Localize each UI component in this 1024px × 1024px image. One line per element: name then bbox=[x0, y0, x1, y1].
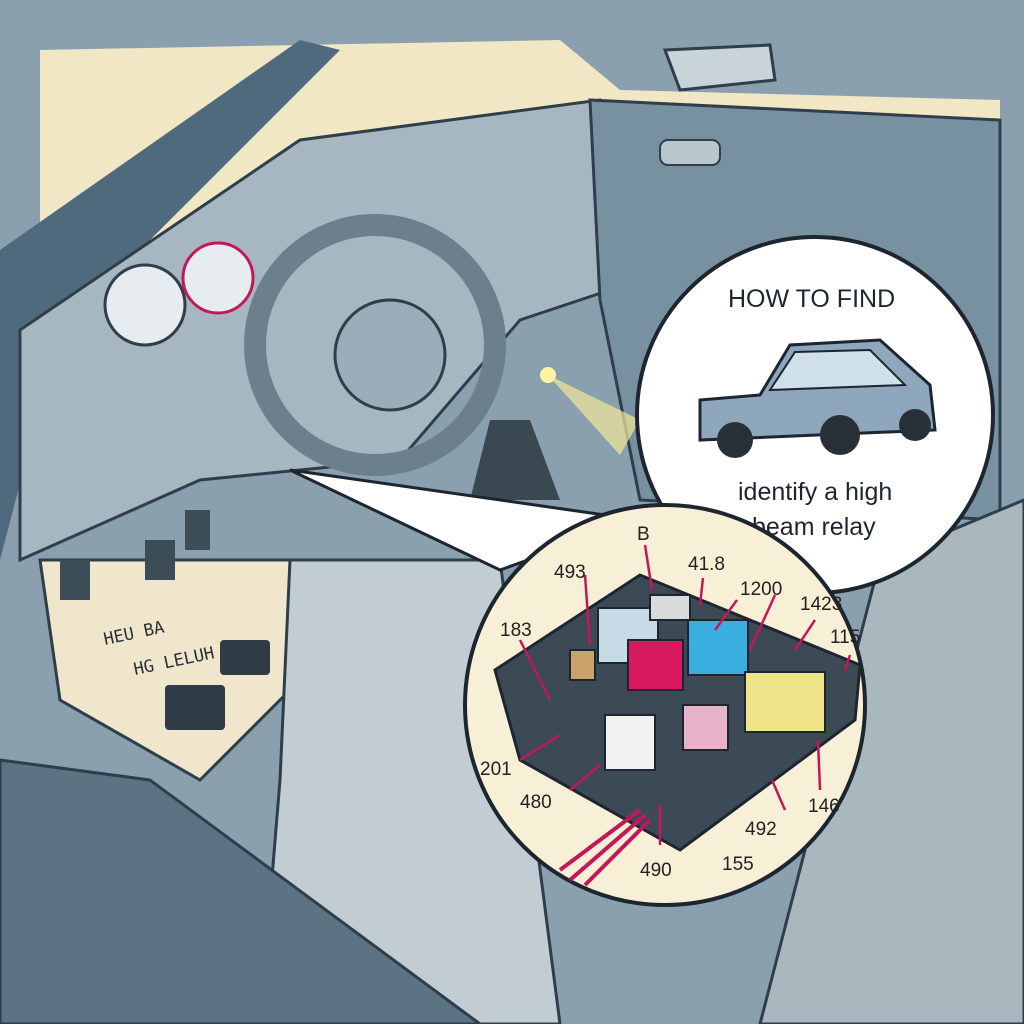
connector-plug bbox=[220, 640, 270, 675]
relay-yellow bbox=[744, 671, 826, 733]
fuse-label: 1423 bbox=[800, 594, 842, 615]
door-handle bbox=[659, 139, 721, 166]
fuse-label: 155 bbox=[722, 854, 754, 875]
relay-cyan bbox=[687, 619, 749, 676]
fuse-box-labels: B 41.8 493 1200 1423 183 115 201 480 146… bbox=[480, 524, 860, 881]
pedal bbox=[145, 540, 175, 580]
relay-grey bbox=[649, 594, 691, 621]
dashboard bbox=[18, 98, 642, 563]
right-seat bbox=[758, 498, 1024, 1024]
light-beam bbox=[548, 375, 640, 455]
callout-heading-line2: identify a high bbox=[738, 478, 892, 506]
fuse-label: 115 bbox=[830, 627, 860, 648]
fuse-label: B bbox=[637, 524, 650, 545]
gear-shifter bbox=[470, 420, 560, 500]
fuse-label: 490 bbox=[640, 860, 672, 881]
callout-heading-line1: HOW TO FIND bbox=[728, 285, 895, 313]
fuse-label: 41.8 bbox=[688, 554, 725, 575]
speedometer bbox=[103, 263, 187, 347]
floor-mat bbox=[38, 558, 362, 782]
fuse-label: 492 bbox=[745, 819, 777, 840]
pedal bbox=[60, 560, 90, 600]
fuse-label: 480 bbox=[520, 792, 552, 813]
connector-plug bbox=[165, 685, 225, 730]
steering-hub bbox=[333, 298, 447, 412]
steering-wheel bbox=[244, 214, 506, 476]
sedan-car-icon bbox=[698, 338, 937, 458]
fuse-label: 183 bbox=[500, 620, 532, 641]
pedal bbox=[185, 510, 210, 550]
relay-white bbox=[604, 714, 656, 771]
fuse-label: 201 bbox=[480, 759, 512, 780]
leader-lines bbox=[518, 544, 852, 845]
fuse-label: 1200 bbox=[740, 579, 782, 600]
door-sill bbox=[0, 758, 483, 1024]
relay-tan bbox=[569, 649, 596, 681]
fuse-box bbox=[493, 573, 862, 887]
tachometer bbox=[181, 241, 255, 315]
fuse-label: 493 bbox=[554, 562, 586, 583]
wiring-harness bbox=[558, 808, 652, 887]
mirror bbox=[662, 43, 777, 92]
relay-pink bbox=[682, 704, 729, 751]
fuse-label: 146 bbox=[808, 796, 840, 817]
relay-magenta bbox=[627, 639, 684, 691]
